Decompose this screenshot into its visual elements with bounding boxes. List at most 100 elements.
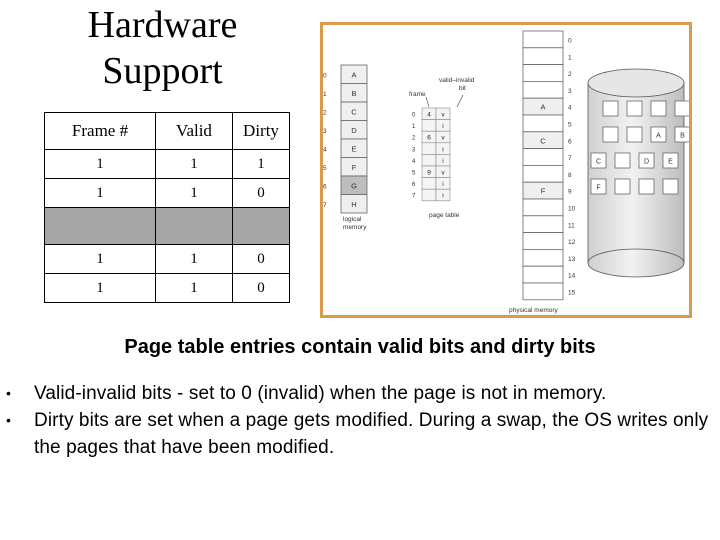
page-table-bit-value: v [441, 135, 445, 142]
physical-frame-cell [522, 148, 564, 166]
table-row: 1 1 0 [44, 273, 290, 303]
logical-page-label: D [351, 126, 357, 135]
disk-block [614, 178, 631, 195]
bullet-icon: • [6, 385, 12, 401]
physical-frame-cell [522, 215, 564, 234]
physical-frame-cell [522, 164, 564, 183]
cell-frame: 1 [44, 178, 156, 208]
logical-memory-label: memory [343, 224, 367, 231]
logical-memory-label: logical [343, 216, 362, 223]
page-table-label: page table [429, 212, 460, 219]
page-table-bit-value: i [442, 193, 443, 200]
disk-block [602, 100, 619, 117]
logical-page-index: 4 [323, 147, 327, 154]
logical-page-index: 3 [323, 128, 327, 135]
disk-block [626, 126, 643, 143]
physical-frame-content: A [540, 103, 545, 112]
physical-frame-cell [522, 114, 564, 133]
physical-frame-cell [522, 282, 564, 301]
disk-block [590, 178, 607, 195]
cell-frame: 1 [44, 149, 156, 179]
physical-frame-number: 11 [568, 222, 575, 229]
disk-block [650, 126, 667, 143]
disk-bottom [587, 248, 685, 278]
cell-valid [155, 207, 233, 245]
page-table-index: 3 [412, 147, 416, 153]
disk-block [638, 178, 655, 195]
frame-pointer-line [425, 96, 430, 108]
cell-dirty: 0 [232, 244, 290, 274]
page-table-index: 5 [412, 171, 416, 177]
frame-label: frame [409, 91, 426, 98]
header-frame: Frame # [44, 112, 156, 150]
bullet-item: • Valid-invalid bits - set to 0 (invalid)… [4, 380, 710, 407]
title-line-2: Support [102, 50, 223, 92]
physical-frame-cell [522, 248, 564, 267]
disk-block-label: E [668, 159, 673, 166]
disk-top [587, 68, 685, 98]
page-table-bit-value: i [442, 181, 443, 188]
cell-dirty: 0 [232, 178, 290, 208]
bullet-icon: • [6, 412, 12, 428]
disk-block [626, 100, 643, 117]
header-valid: Valid [155, 112, 233, 150]
slide-title: Hardware Support [60, 2, 265, 94]
valid-invalid-label: valid–invalid [439, 77, 475, 84]
disk-block [638, 152, 655, 169]
cell-dirty: 1 [232, 149, 290, 179]
logical-page-index: 7 [323, 202, 327, 209]
physical-frame-cell [522, 64, 564, 82]
physical-frame-number: 7 [568, 155, 572, 162]
page-table-bit-value: i [442, 146, 443, 153]
cell-valid: 1 [155, 244, 233, 274]
title-line-1: Hardware [87, 4, 238, 46]
physical-frame-cell [522, 232, 564, 250]
bullet-text: Valid-invalid bits - set to 0 (invalid) … [34, 383, 607, 404]
valid-invalid-label: bit [459, 85, 466, 92]
page-table-entries: Frame # Valid Dirty 1 1 1 1 1 0 1 1 0 1 … [44, 112, 290, 303]
disk-block [662, 178, 679, 195]
figure-caption: Page table entries contain valid bits an… [124, 336, 596, 358]
page-table-index: 1 [412, 124, 416, 130]
physical-frame-number: 4 [568, 105, 572, 112]
physical-frame-cell [522, 265, 564, 284]
bullet-list: • Valid-invalid bits - set to 0 (invalid)… [4, 380, 710, 461]
page-table-bit-value: i [442, 123, 443, 130]
bullet-text: Dirty bits are set when a page gets modi… [34, 410, 709, 458]
logical-page-label: A [351, 71, 356, 80]
cell-frame: 1 [44, 244, 156, 274]
page-table-frame-cell [421, 188, 437, 202]
physical-frame-number: 2 [568, 71, 572, 78]
page-table-frame-value: 9 [427, 170, 431, 177]
bullet-item: • Dirty bits are set when a page gets mod… [4, 407, 710, 461]
disk-block-label: A [656, 133, 661, 140]
cell-frame: 1 [44, 273, 156, 303]
physical-frame-number: 3 [568, 88, 572, 95]
page-table-bit-value: v [441, 170, 445, 177]
cell-valid: 1 [155, 149, 233, 179]
page-table-index: 7 [412, 194, 416, 200]
header-dirty: Dirty [232, 112, 290, 150]
physical-frame-number: 9 [568, 189, 572, 196]
logical-page-label: C [351, 108, 357, 117]
page-table-bit-cell [435, 188, 451, 202]
page-table-index: 0 [412, 113, 416, 119]
disk-block [590, 152, 607, 169]
logical-page-cell [340, 194, 368, 214]
page-table-bit-value: i [442, 158, 443, 165]
page-table-frame-value: 6 [427, 135, 431, 142]
logical-page-index: 5 [323, 165, 327, 172]
cell-valid: 1 [155, 178, 233, 208]
logical-page-label: E [351, 145, 356, 154]
disk-block [662, 152, 679, 169]
cell-valid: 1 [155, 273, 233, 303]
cell-frame [44, 207, 156, 245]
cell-dirty: 0 [232, 273, 290, 303]
table-header-row: Frame # Valid Dirty [44, 112, 290, 150]
physical-frame-number: 13 [568, 256, 576, 263]
physical-frame-cell [522, 81, 564, 99]
